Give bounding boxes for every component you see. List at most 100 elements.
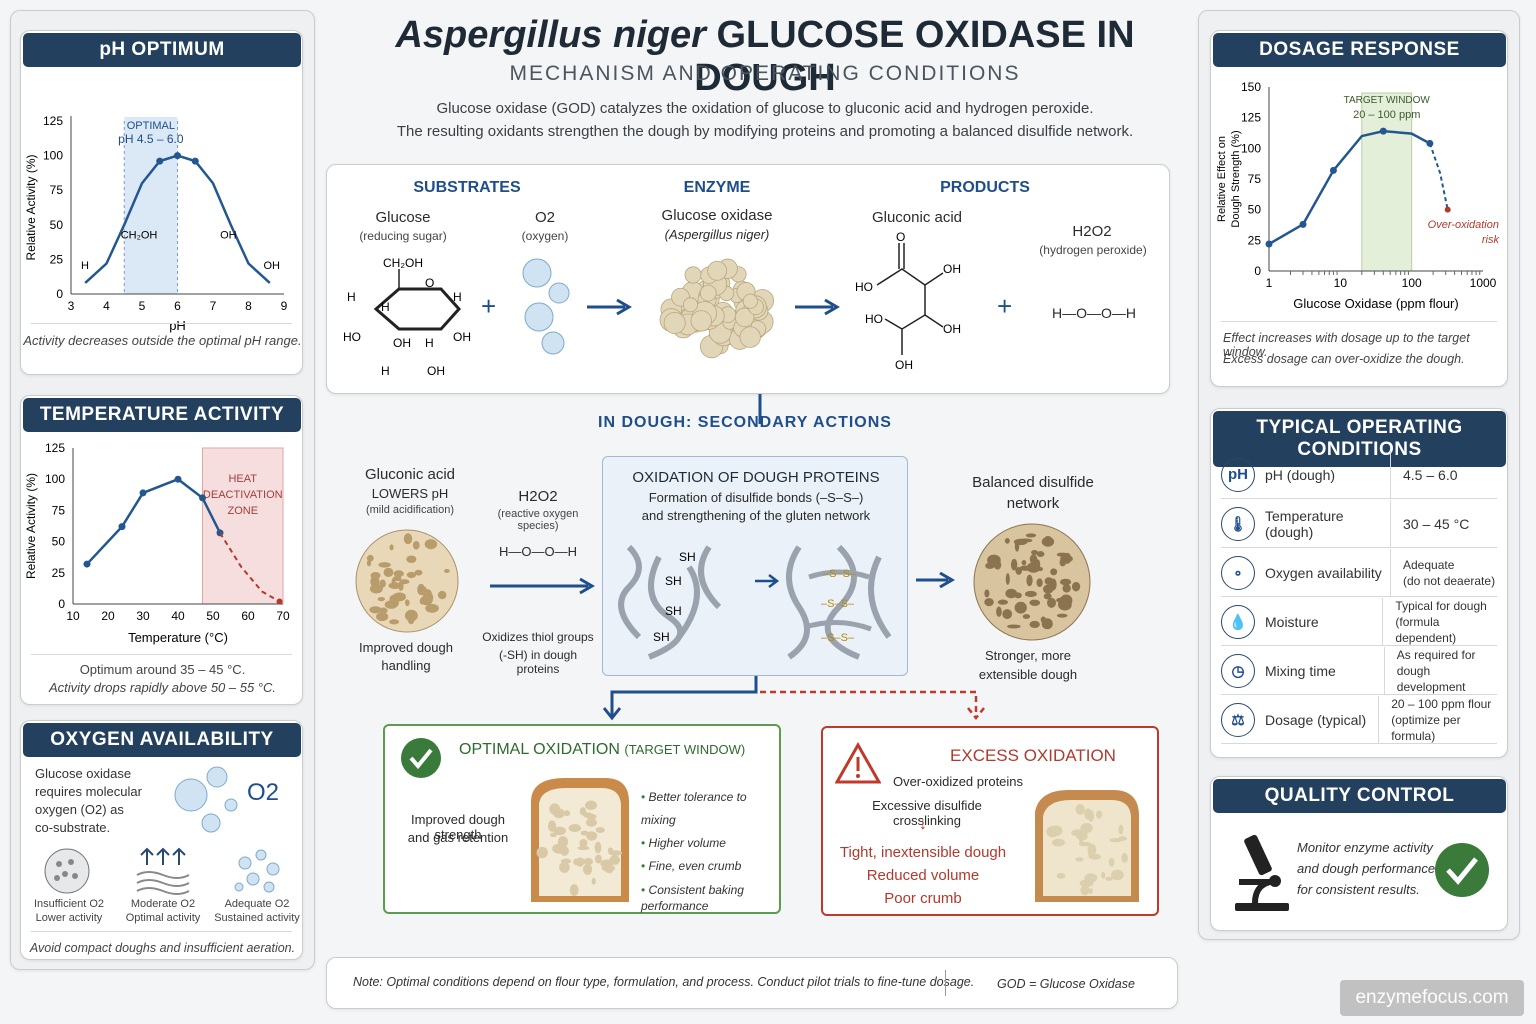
gluconic2-line3: (mild acidification) [365,504,455,516]
crumb-hole [577,845,590,851]
risk-label: Over-oxidation [1428,219,1499,231]
crumb-hole [1036,578,1043,587]
divider [1390,548,1391,597]
dosage-caption-1: Effect increases with dosage up to the t… [1223,331,1470,359]
network-caption-1: Stronger, more [985,648,1071,663]
crumb-hole [1014,541,1020,552]
svg-text:CH₂OH: CH₂OH [383,256,423,270]
crumb-hole [417,583,426,596]
enzyme-bead [742,293,758,309]
crumb-hole [560,858,572,864]
crumb-hole [607,847,614,854]
crumb-hole [1101,871,1106,879]
crumb-hole [985,562,995,569]
activity-curve [86,477,222,565]
svg-text:–S–S–: –S–S– [821,598,855,610]
svg-text:H: H [425,336,434,350]
h2o2-structure: H—O—O—H [1052,305,1136,321]
oxygen-text-4: co-substrate. [35,820,111,835]
x-tick-label: 30 [136,609,150,623]
crumb-hole [583,863,593,876]
data-point [276,598,283,605]
h2o2-2-name: H2O2 [518,488,558,505]
temp-caption-1: Optimum around 35 – 45 °C. [79,662,246,677]
y-tick-label: 0 [58,597,65,611]
condition-row: 🌡Temperature (dough)30 – 45 °C [1221,499,1497,548]
crumb-hole [1109,838,1123,843]
crumb-hole [1029,620,1040,629]
h2o2-2-structure: H—O—O—H [499,544,577,559]
intro-line-2: The resulting oxidants strengthen the do… [396,123,1134,140]
y-tick-label: 100 [1241,141,1261,155]
crumb-hole [388,582,402,590]
oxygen-o2-label: O2 [247,779,280,806]
crumb-hole [366,559,372,567]
temp-header: TEMPERATURE ACTIVITY [23,398,301,432]
crumb-hole [403,533,413,545]
x-tick-label: 10 [66,609,80,623]
divider [1378,695,1380,744]
crumb-hole [586,813,597,820]
svg-text:–S–S–: –S–S– [823,568,857,580]
crumb-hole [1052,838,1065,847]
crumb-hole [1057,598,1072,611]
crumb-hole [595,827,605,833]
bubbles-icon: ∘ [1221,555,1255,590]
warning-icon [835,742,881,784]
crumb-hole [1007,624,1021,629]
temp-caption-2: Activity drops rapidly above 50 – 55 °C. [48,680,277,695]
optimal-bullet-1: • Better tolerance to mixing [641,790,747,827]
crumb-hole [997,599,1009,605]
gluconic-structure-icon: O HO OH HO OH OH [855,230,961,372]
watermark: enzymefocus.com [1340,980,1524,1016]
svg-text:OH: OH [895,358,913,372]
over-oxidation-curve [1428,143,1449,210]
crumb-hole [1075,857,1084,862]
x-tick-label: 5 [139,299,146,313]
x-tick-label: 8 [245,299,252,313]
microscope-icon [1235,834,1289,911]
note-text: Note: Optimal conditions depend on flour… [353,975,975,989]
x-tick-label: 60 [241,609,255,623]
crumb-hole [1105,876,1113,881]
svg-text:OH: OH [943,262,961,276]
excess-title: EXCESS OXIDATION [950,746,1116,765]
y-tick-label: 75 [50,183,64,197]
adequate-o2-label: Adequate O2 [224,898,290,910]
crumb-hole [1075,804,1085,815]
crumb-hole [1044,577,1054,585]
crumb-hole [1049,825,1063,836]
svg-text:H: H [381,364,390,378]
qc-text-3: for consistent results. [1297,882,1420,897]
crumb-hole [553,826,567,836]
crumb-hole [606,866,613,874]
annotation-oh-right: OH [264,260,281,272]
svg-text:SH: SH [665,574,682,588]
crumb-hole [594,841,602,854]
crumb-hole [1004,538,1010,544]
optimal-bullet-2: • Higher volume [641,836,726,850]
crumb-hole [579,838,588,848]
svg-text:HO: HO [855,280,873,294]
divider [1390,499,1391,548]
crumb-hole [376,612,389,622]
gluconic-name: Gluconic acid [871,209,963,226]
enzyme-bead [682,297,698,313]
h2o2-2-caption-1: Oxidizes thiol groups [482,630,594,644]
crumb-hole [383,567,394,578]
optimal-title: OPTIMAL OXIDATION [459,741,620,758]
crumb-hole [600,859,613,869]
x-tick-label: 40 [171,609,185,623]
data-point [83,560,91,568]
crumb-hole [389,619,400,625]
data-point [1265,240,1273,248]
svg-text:O: O [896,230,905,244]
x-tick-label: 70 [276,609,290,623]
y-tick-label: 0 [56,287,63,301]
crumb-hole [406,555,417,563]
crumb-hole [583,857,593,866]
condition-label: Dosage (typical) [1265,711,1367,728]
oxygen-caption: Avoid compact doughs and insufficient ae… [29,941,296,955]
